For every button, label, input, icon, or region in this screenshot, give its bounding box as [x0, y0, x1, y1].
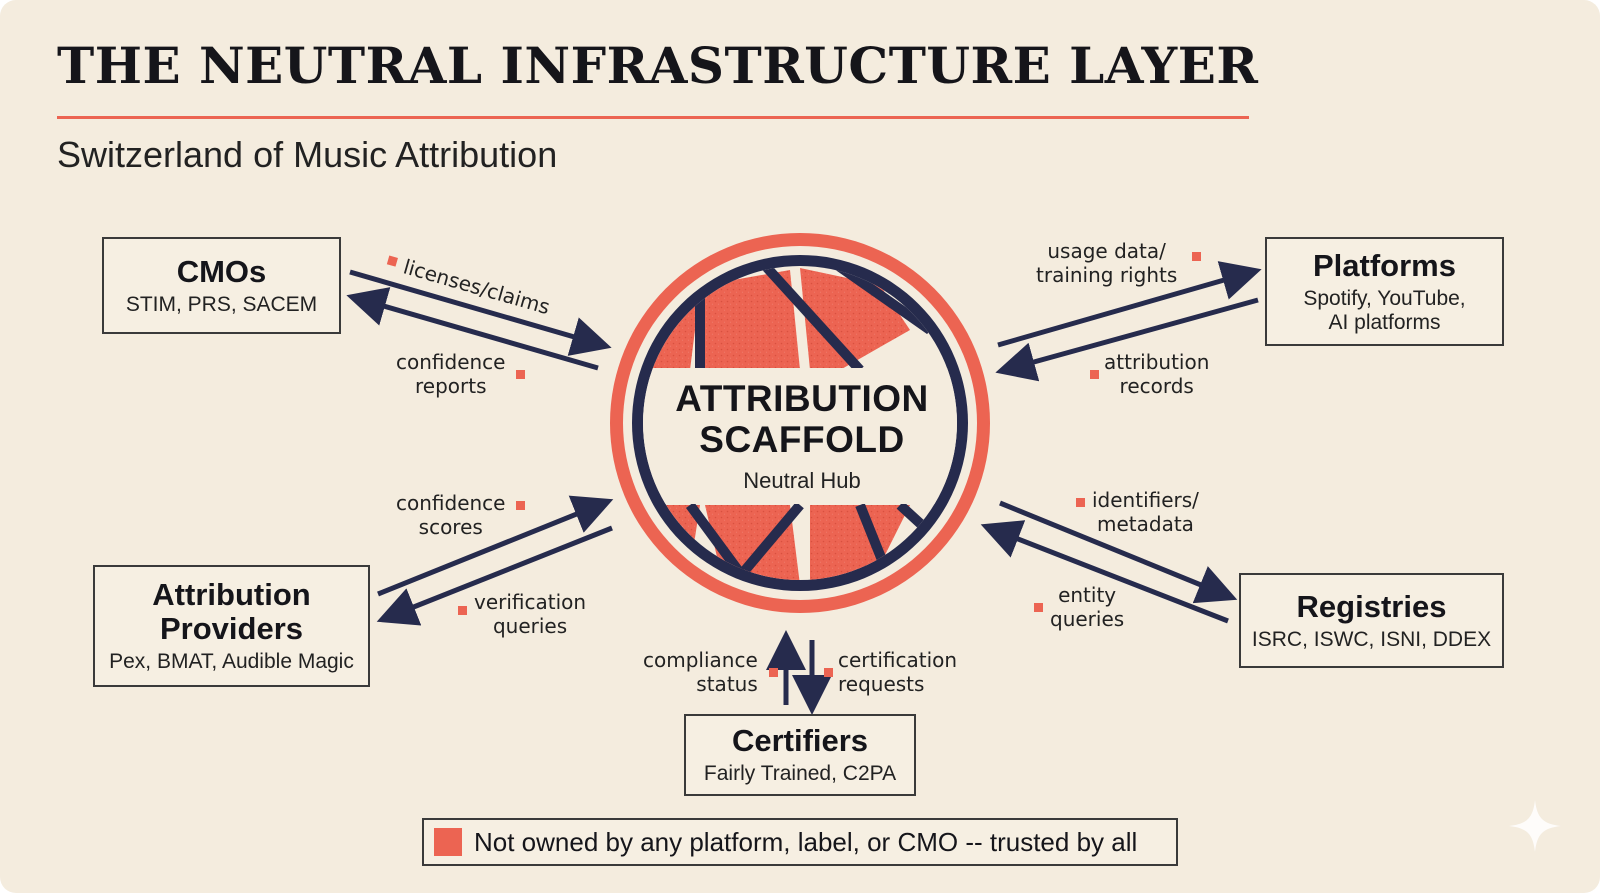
hub-subtitle: Neutral Hub	[743, 468, 861, 493]
legend: Not owned by any platform, label, or CMO…	[422, 818, 1178, 866]
flow-bullet	[769, 668, 778, 677]
stakeholder-name: Registries	[1296, 588, 1447, 624]
arrow-hub-to-registries	[999, 500, 1238, 604]
flow-text-line1: compliance	[643, 648, 758, 672]
flow-bullet	[1076, 498, 1085, 507]
page-title: THE NEUTRAL INFRASTRUCTURE LAYER	[57, 36, 1259, 95]
flow-bullet	[1192, 252, 1201, 261]
stakeholder-members: ISRC, ISWC, ISNI, DDEX	[1251, 627, 1492, 651]
flow-text-line2: queries	[492, 614, 568, 638]
flow-text-line2: scores	[418, 515, 483, 539]
flow-text-line1: verification	[474, 590, 587, 614]
stakeholder-cmos: CMOs STIM, PRS, SACEM	[102, 237, 341, 334]
flow-bullet	[516, 501, 525, 510]
flow-text-line2: metadata	[1096, 512, 1194, 536]
arrow-hub-to-platforms	[997, 261, 1262, 348]
legend-text: Not owned by any platform, label, or CMO…	[474, 826, 1138, 857]
aperture-blade	[756, 266, 864, 374]
title-divider	[57, 116, 1249, 119]
hub-label-band	[643, 368, 957, 504]
flow-text-line1: identifiers/	[1092, 488, 1199, 512]
flow-text-line1: entity	[1058, 583, 1117, 607]
flow-bullet	[458, 606, 467, 615]
flow-text-line1: attribution	[1104, 350, 1210, 374]
stakeholder-certifiers: Certifiers Fairly Trained, C2PA	[684, 714, 916, 796]
flow-label-certifiers-out: certification requests	[824, 648, 958, 696]
hub-title-line2: SCAFFOLD	[699, 419, 905, 460]
arrow-registries-to-hub	[980, 520, 1229, 624]
flow-text-line2: status	[696, 672, 758, 696]
flow-bullet	[1034, 603, 1043, 612]
flow-text-line2: reports	[414, 374, 487, 398]
stakeholder-members: Fairly Trained, C2PA	[703, 762, 897, 785]
stakeholder-members: STIM, PRS, SACEM	[125, 292, 318, 316]
stakeholder-platforms: Platforms Spotify, YouTube, AI platforms	[1265, 237, 1504, 346]
arrow-providers-to-hub	[377, 495, 614, 597]
page-subtitle: Switzerland of Music Attribution	[57, 134, 558, 175]
stakeholder-name-line1: Attribution	[152, 577, 311, 612]
flow-text-line1: usage data/	[1047, 239, 1166, 263]
stakeholder-registries: Registries ISRC, ISWC, ISNI, DDEX	[1239, 573, 1504, 668]
flow-label-platforms-out: attribution records	[1090, 350, 1210, 398]
aperture-blade	[685, 502, 765, 580]
hub-label: ATTRIBUTION SCAFFOLD Neutral Hub	[642, 378, 962, 494]
arrow-hub-to-providers	[376, 525, 613, 626]
stakeholder-members-line1: Spotify, YouTube,	[1303, 286, 1466, 310]
flow-text-line1: confidence	[396, 491, 506, 515]
stakeholder-name: Platforms	[1313, 247, 1456, 283]
flow-label-providers-in: confidence scores	[396, 491, 525, 539]
flow-bullet	[516, 370, 525, 379]
flow-bullet	[1090, 370, 1099, 379]
stakeholder-name: Certifiers	[731, 723, 869, 758]
stakeholder-members: Pex, BMAT, Audible Magic	[109, 650, 354, 673]
flow-bullet	[824, 668, 833, 677]
flow-label-platforms-in: usage data/ training rights	[1036, 239, 1201, 287]
aperture-segment	[700, 270, 800, 370]
flow-text-line2: training rights	[1036, 263, 1178, 287]
flow-label-providers-out: verification queries	[458, 590, 587, 638]
aperture-segment	[810, 505, 910, 580]
arrow-hub-to-cmos	[346, 287, 599, 371]
hub-title-line1: ATTRIBUTION	[675, 378, 929, 419]
flow-text-line2: requests	[838, 672, 925, 696]
flow-label-registries-out: entity queries	[1034, 583, 1125, 631]
flow-label-certifiers-in: compliance status	[643, 648, 778, 696]
flow-text-line2: records	[1119, 374, 1194, 398]
stakeholder-members-line2: AI platforms	[1328, 310, 1441, 334]
stakeholder-attribution-providers: Attribution Providers Pex, BMAT, Audible…	[93, 565, 370, 687]
aperture-blade	[716, 501, 804, 580]
flow-text-line2: queries	[1050, 607, 1125, 631]
flow-label-cmos-out: confidence reports	[396, 350, 525, 398]
stakeholder-name: CMOs	[176, 253, 267, 289]
flow-text-line1: confidence	[396, 350, 506, 374]
flow-label-registries-in: identifiers/ metadata	[1076, 488, 1199, 536]
arrow-cmos-to-hub	[349, 269, 612, 356]
flow-text-line1: certification	[838, 648, 958, 672]
stakeholder-name-line2: Providers	[159, 611, 303, 646]
flow-arrows	[346, 261, 1262, 715]
legend-swatch	[434, 828, 462, 856]
arrow-platforms-to-hub	[995, 297, 1259, 382]
sparkle-icon	[1509, 800, 1561, 852]
